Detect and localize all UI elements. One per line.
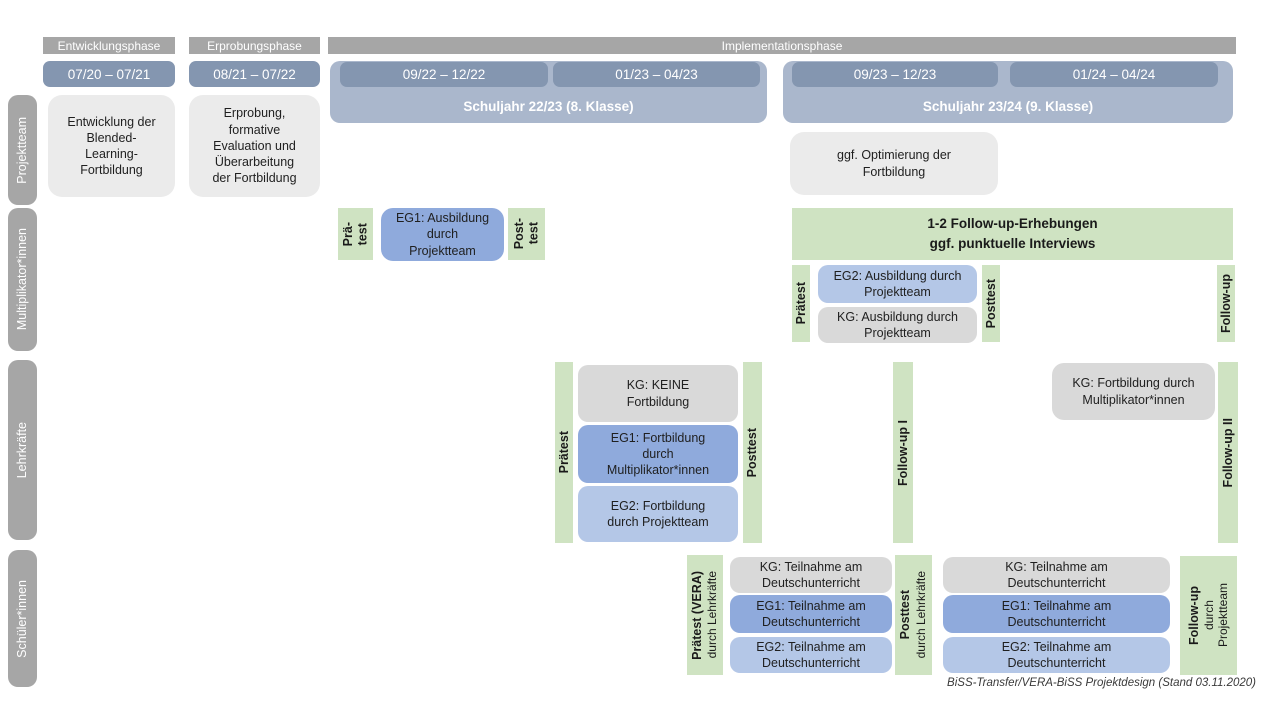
bar-posttest-multiplikatoren-1-text: Post- test (512, 218, 541, 250)
box-kg-fortbildung-multiplikatoren: KG: Fortbildung durch Multiplikator*inne… (1052, 363, 1215, 420)
bar-posttest-multiplikatoren-2: Posttest (982, 265, 1000, 342)
bar-followup2-lehrkraefte-text: Follow-up II (1220, 417, 1235, 488)
row-label-multiplikatorinnen-text: Multiplikator*innen (15, 228, 30, 331)
bar-praetest-vera-sub-text: durch Lehrkräfte (705, 571, 720, 659)
phase-header-implementationsphase: Implementationsphase (328, 37, 1236, 54)
box-eg1-teilnahme-1: EG1: Teilnahme am Deutschunterricht (730, 595, 892, 633)
bar-followup-multiplikatoren: Follow-up (1217, 265, 1235, 342)
bar-praetest-lehrkraefte: Prätest (555, 362, 573, 543)
bar-followup2-lehrkraefte: Follow-up II (1218, 362, 1238, 543)
bar-posttest-multiplikatoren-1: Post- test (508, 208, 545, 260)
date-range-2: 08/21 – 07/22 (189, 61, 320, 87)
date-range-1: 07/20 – 07/21 (43, 61, 175, 87)
row-label-projektteam: Projektteam (8, 95, 37, 205)
box-erprobung-evaluation: Erprobung, formative Evaluation und Über… (189, 95, 320, 197)
row-label-schuelerinnen: Schüler*innen (8, 550, 37, 687)
box-eg2-ausbildung-projektteam: EG2: Ausbildung durch Projektteam (818, 265, 977, 303)
bar-posttest-lehrkraefte-text: Posttest (745, 427, 760, 478)
box-eg2-teilnahme-2: EG2: Teilnahme am Deutschunterricht (943, 637, 1170, 673)
box-eg1-teilnahme-2: EG1: Teilnahme am Deutschunterricht (943, 595, 1170, 633)
bar-praetest-vera-schueler: Prätest (VERA) durch Lehrkräfte (687, 555, 723, 675)
bar-posttest-schueler-main-text: Posttest (898, 590, 913, 640)
bar-praetest-multiplikatoren-2-text: Prätest (793, 282, 808, 325)
bar-followup-schueler: Follow-up durch Projektteam (1180, 556, 1237, 675)
footer-caption: BiSS-Transfer/VERA-BiSS Projektdesign (S… (947, 677, 1256, 689)
row-label-multiplikatorinnen: Multiplikator*innen (8, 208, 37, 351)
row-label-lehrkraefte-text: Lehrkräfte (15, 421, 30, 479)
box-kg-keine-fortbildung: KG: KEINE Fortbildung (578, 365, 738, 422)
bar-followup1-lehrkraefte-text: Follow-up I (895, 419, 910, 486)
box-kg-teilnahme-1: KG: Teilnahme am Deutschunterricht (730, 557, 892, 593)
bar-followup-schueler-main-text: Follow-up (1186, 585, 1201, 645)
bar-praetest-lehrkraefte-text: Prätest (556, 431, 571, 474)
date-range-3: 09/22 – 12/22 (340, 62, 548, 87)
box-entwicklung-fortbildung: Entwicklung der Blended- Learning- Fortb… (48, 95, 175, 197)
box-optimierung-fortbildung: ggf. Optimierung der Fortbildung (790, 132, 998, 195)
bar-posttest-multiplikatoren-2-text: Posttest (983, 278, 998, 329)
date-range-4: 01/23 – 04/23 (553, 62, 760, 87)
box-eg1-ausbildung-projektteam: EG1: Ausbildung durch Projektteam (381, 208, 504, 261)
row-label-lehrkraefte: Lehrkräfte (8, 360, 37, 540)
bar-posttest-lehrkraefte: Posttest (743, 362, 762, 543)
bar-posttest-schueler: Posttest durch Lehrkräfte (895, 555, 932, 675)
school-year-label-23-24: Schuljahr 23/24 (9. Klasse) (922, 99, 1094, 114)
date-range-6: 01/24 – 04/24 (1010, 62, 1218, 87)
phase-header-erprobungsphase: Erprobungsphase (189, 37, 320, 54)
box-eg1-fortbildung-multiplikatoren: EG1: Fortbildung durch Multiplikator*inn… (578, 425, 738, 483)
bar-followup1-lehrkraefte: Follow-up I (893, 362, 913, 543)
bar-followup-schueler-sub-text: durch Projektteam (1201, 583, 1230, 648)
bar-followup-multiplikatoren-text: Follow-up (1218, 273, 1233, 333)
box-kg-ausbildung-projektteam: KG: Ausbildung durch Projektteam (818, 307, 977, 343)
box-eg2-teilnahme-1: EG2: Teilnahme am Deutschunterricht (730, 637, 892, 673)
bar-praetest-multiplikatoren-1: Prä- test (338, 208, 373, 260)
box-kg-teilnahme-2: KG: Teilnahme am Deutschunterricht (943, 557, 1170, 593)
box-eg2-fortbildung-projektteam: EG2: Fortbildung durch Projektteam (578, 486, 738, 542)
row-label-schuelerinnen-text: Schüler*innen (15, 579, 30, 658)
box-followup-erhebungen: 1-2 Follow-up-Erhebungen ggf. punktuelle… (792, 208, 1233, 260)
school-year-label-22-23: Schuljahr 22/23 (8. Klasse) (463, 99, 634, 114)
phase-header-entwicklungsphase: Entwicklungsphase (43, 37, 175, 54)
date-range-5: 09/23 – 12/23 (792, 62, 998, 87)
bar-praetest-vera-main-text: Prätest (VERA) (689, 570, 704, 660)
bar-praetest-multiplikatoren-2: Prätest (792, 265, 810, 342)
bar-praetest-multiplikatoren-1-text: Prä- test (341, 221, 370, 247)
bar-posttest-schueler-sub-text: durch Lehrkräfte (913, 571, 928, 659)
row-label-projektteam-text: Projektteam (15, 116, 30, 184)
